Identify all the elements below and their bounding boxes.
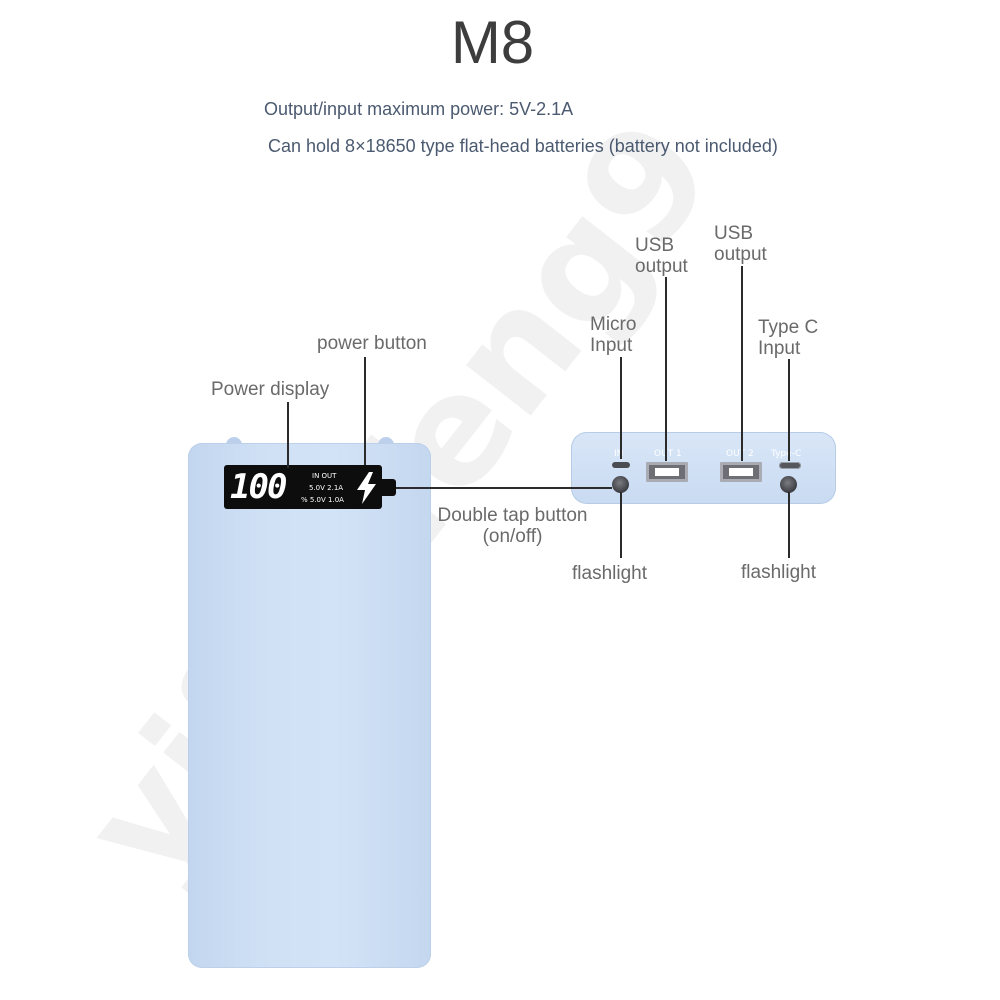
label-usb-output-a: USB output bbox=[635, 235, 688, 277]
display-line-3: % 5.0V 1.0A bbox=[301, 496, 344, 504]
spec-power: Output/input maximum power: 5V-2.1A bbox=[264, 99, 574, 119]
display-battery-tip bbox=[382, 479, 396, 496]
label-double-tap-line1: Double tap button bbox=[437, 505, 588, 526]
label-micro-input-line1: Micro bbox=[590, 314, 637, 335]
bank-top-nub-right bbox=[378, 437, 394, 446]
port-label-out1: OUT 1 bbox=[654, 449, 682, 459]
label-usb-output-b: USB output bbox=[714, 223, 767, 265]
type-c-port bbox=[779, 462, 801, 469]
lightning-bolt-icon bbox=[357, 472, 376, 504]
label-double-tap-line2: (on/off) bbox=[482, 526, 543, 547]
display-digits: 100 bbox=[230, 467, 287, 507]
leader-usb-output-b bbox=[741, 266, 743, 461]
power-bank-front bbox=[188, 443, 431, 968]
display-line-2: 5.0V 2.1A bbox=[309, 484, 344, 492]
label-micro-input-line2: Input bbox=[590, 335, 633, 356]
micro-usb-port bbox=[612, 462, 630, 468]
label-flashlight-left: flashlight bbox=[572, 563, 647, 584]
label-usb-output-b-line2: output bbox=[714, 244, 767, 265]
leader-usb-output-a bbox=[665, 277, 667, 461]
power-display-screen bbox=[224, 465, 382, 509]
leader-double-tap bbox=[396, 487, 612, 489]
flashlight-right-lens bbox=[780, 476, 797, 493]
label-typec-input: Type C Input bbox=[758, 317, 818, 359]
product-title: M8 bbox=[450, 9, 535, 76]
spec-capacity: Can hold 8×18650 type flat-head batterie… bbox=[268, 136, 778, 156]
usb-port-2 bbox=[720, 462, 762, 482]
label-power-button: power button bbox=[317, 333, 427, 354]
display-line-1: IN OUT bbox=[312, 472, 337, 480]
label-usb-output-a-line1: USB bbox=[635, 235, 675, 256]
leader-power-display bbox=[287, 402, 289, 468]
leader-power-button bbox=[364, 357, 366, 465]
leader-flashlight-right bbox=[788, 492, 790, 558]
usb-port-1 bbox=[646, 462, 688, 482]
double-tap-button bbox=[612, 476, 629, 493]
bank-top-nub-left bbox=[226, 437, 242, 446]
leader-typec-input bbox=[788, 359, 790, 461]
port-label-in: IN bbox=[614, 449, 624, 459]
port-label-out2: OUT 2 bbox=[726, 449, 754, 459]
label-typec-input-line1: Type C bbox=[758, 317, 819, 338]
leader-micro-input bbox=[620, 357, 622, 459]
leader-flashlight-left bbox=[620, 492, 622, 558]
label-flashlight-right: flashlight bbox=[741, 562, 816, 583]
label-double-tap: Double tap button (on/off) bbox=[420, 505, 605, 547]
port-label-typec: Type-C bbox=[771, 449, 802, 459]
label-usb-output-a-line2: output bbox=[635, 256, 688, 277]
label-typec-input-line2: Input bbox=[758, 338, 801, 359]
label-usb-output-b-line1: USB bbox=[714, 223, 754, 244]
label-micro-input: Micro Input bbox=[590, 314, 636, 356]
label-power-display: Power display bbox=[211, 379, 330, 400]
